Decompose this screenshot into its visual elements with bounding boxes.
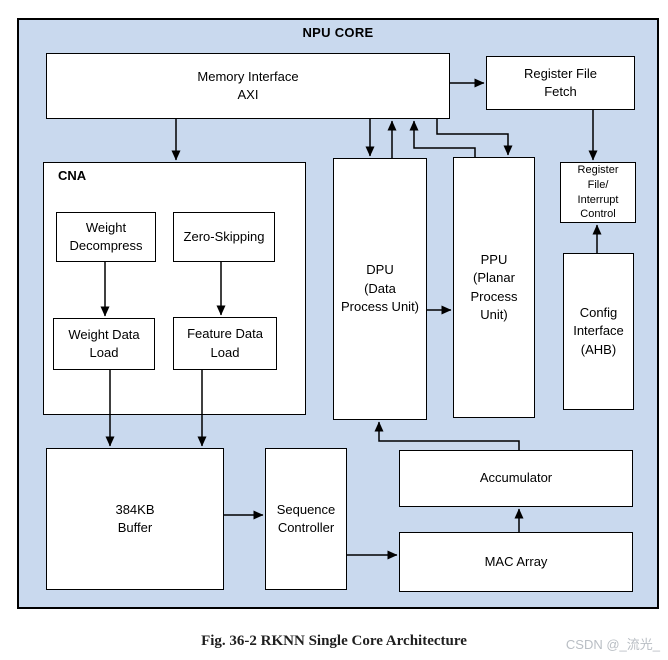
node-config-interface: Config Interface (AHB) bbox=[563, 253, 634, 410]
node-sequence-controller: Sequence Controller bbox=[265, 448, 347, 590]
node-mac-array: MAC Array bbox=[399, 532, 633, 592]
watermark-text: CSDN @_流光_ bbox=[565, 637, 660, 652]
node-dpu: DPU (Data Process Unit) bbox=[333, 158, 427, 420]
node-ppu: PPU (Planar Process Unit) bbox=[453, 157, 535, 418]
node-weight-data-load: Weight Data Load bbox=[53, 318, 155, 370]
node-memory-interface: Memory Interface AXI bbox=[46, 53, 450, 119]
node-cna-container bbox=[43, 162, 306, 415]
figure-caption: Fig. 36-2 RKNN Single Core Architecture bbox=[201, 633, 467, 649]
node-register-file-interrupt-control: Register File/ Interrupt Control bbox=[560, 162, 636, 223]
node-zero-skipping: Zero-Skipping bbox=[173, 212, 275, 262]
node-weight-decompress: Weight Decompress bbox=[56, 212, 156, 262]
node-accumulator: Accumulator bbox=[399, 450, 633, 507]
node-feature-data-load: Feature Data Load bbox=[173, 317, 277, 370]
npu-core-title: NPU CORE bbox=[302, 25, 374, 40]
node-384kb-buffer: 384KB Buffer bbox=[46, 448, 224, 590]
cna-label: CNA bbox=[58, 168, 87, 183]
node-register-file-fetch: Register File Fetch bbox=[486, 56, 635, 110]
